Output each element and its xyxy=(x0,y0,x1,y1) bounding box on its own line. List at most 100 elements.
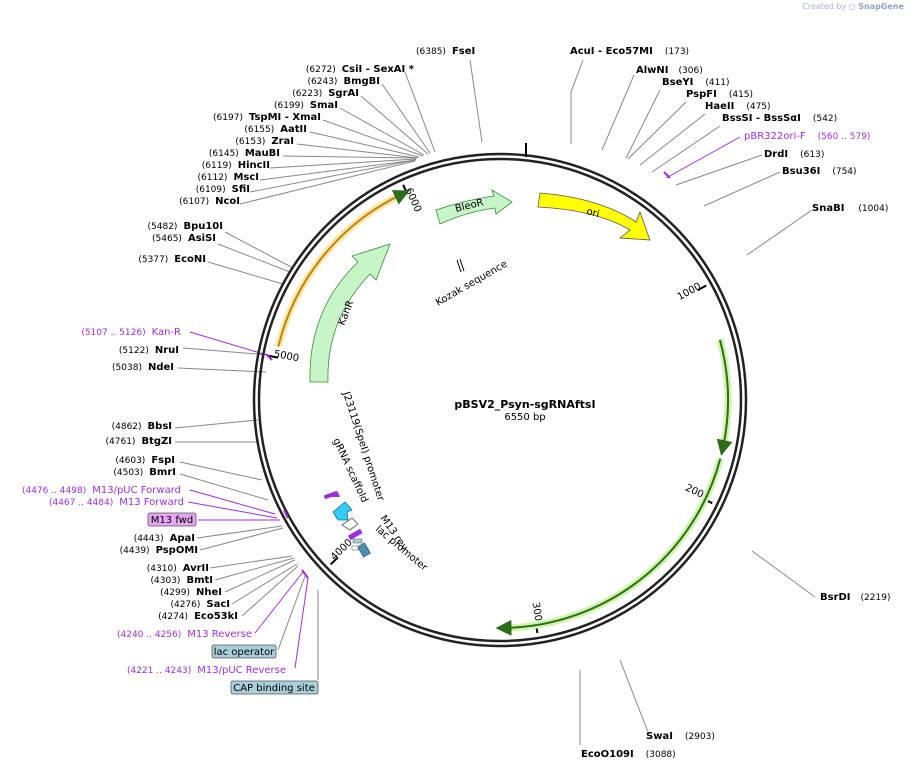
enzyme-asisi[interactable]: (5465)AsiSI xyxy=(152,233,216,244)
enzyme-acui[interactable]: AcuI - Eco57MI(173) xyxy=(570,46,689,57)
feature-bleor xyxy=(435,189,513,225)
enzyme-bbsi[interactable]: (4862)BbsI xyxy=(112,421,172,432)
enzyme-apai[interactable]: (4443)ApaI xyxy=(134,533,195,544)
feature-grna-scaffold xyxy=(341,517,359,531)
enzyme-eco53ki[interactable]: (4274)Eco53kI xyxy=(158,611,238,622)
primer-mark-kanr xyxy=(265,353,273,361)
leader-fspi xyxy=(179,461,263,481)
leader-aatii xyxy=(309,131,420,158)
leader-msci xyxy=(259,159,417,181)
tick-mark-4000 xyxy=(329,556,339,566)
leader-bseyi xyxy=(625,89,661,159)
leader-avrii xyxy=(209,555,293,569)
credit-prefix: Created by xyxy=(802,2,847,11)
primer-m13puc-forward[interactable]: (4476 .. 4498)M13/pUC Forward xyxy=(22,485,181,496)
enzyme-drdi[interactable]: DrdI(613) xyxy=(764,149,824,160)
enzyme-nhei[interactable]: (4299)NheI xyxy=(160,587,222,598)
enzyme-swai[interactable]: SwaI(2903) xyxy=(646,731,715,742)
enzyme-snabi[interactable]: SnaBI(1004) xyxy=(812,203,888,214)
enzyme-btgzi[interactable]: (4761)BtgZI xyxy=(106,436,172,447)
enzyme-maubi[interactable]: (6145)MauBI xyxy=(209,148,280,159)
cap-site-box-label[interactable]: CAP binding site xyxy=(233,683,315,694)
enzyme-sgrai[interactable]: (6223)SgrAI xyxy=(292,88,359,99)
feature-kozak-mark1 xyxy=(456,259,462,273)
feature-m13-fwd-bar xyxy=(323,490,339,500)
credit-brand: SnapGene xyxy=(858,2,904,11)
orf-arc-1[interactable] xyxy=(495,458,722,636)
enzyme-tspmi[interactable]: (6197)TspMI - XmaI xyxy=(213,112,321,123)
leader-bsu36i xyxy=(703,171,781,207)
leader-apai xyxy=(196,525,283,539)
leader-nrui xyxy=(182,347,269,356)
primer-m13puc-reverse[interactable]: (4221 .. 4243)M13/pUC Reverse xyxy=(127,665,286,676)
enzyme-nrui[interactable]: (5122)NruI xyxy=(119,345,179,356)
snapgene-logo-icon: ○ xyxy=(848,2,856,11)
enzyme-bsu36i[interactable]: Bsu36I(754) xyxy=(782,166,857,177)
enzyme-ecoo109i[interactable]: EcoO109I(3088) xyxy=(581,749,676,760)
plasmid-size: 6550 bp xyxy=(504,412,545,423)
enzyme-ncoi[interactable]: (6107)NcoI xyxy=(179,196,240,207)
enzyme-labels: (6385)FseI AcuI - Eco57MI(173) AlwNI(306… xyxy=(22,46,891,760)
primer-kan-r[interactable]: (5107 .. 5126)Kan-R xyxy=(81,327,181,338)
enzyme-bmgbi[interactable]: (6243)BmgBI xyxy=(308,76,380,87)
leader-sgrai xyxy=(360,95,429,155)
m13-fwd-box xyxy=(147,512,197,527)
leader-pspomi xyxy=(199,527,284,551)
leader-m13-fwd xyxy=(187,501,278,519)
boxed-labels: M13 fwd lac operator CAP binding site xyxy=(147,512,319,695)
enzyme-fsei[interactable]: (6385)FseI xyxy=(416,46,475,57)
enzyme-zrai[interactable]: (6153)ZraI xyxy=(235,136,294,147)
orf-arc-0[interactable] xyxy=(716,339,733,456)
leader-bmgbi xyxy=(381,83,431,154)
enzyme-fspi[interactable]: (4603)FspI xyxy=(115,455,175,466)
snapgene-credit: Created by ○ SnapGene xyxy=(802,2,904,11)
enzyme-econi[interactable]: (5377)EcoNI xyxy=(138,254,206,265)
orf-arcs xyxy=(274,190,733,636)
enzyme-pspfi[interactable]: PspFI(415) xyxy=(686,89,753,100)
enzyme-bmti[interactable]: (4303)BmtI xyxy=(151,575,213,586)
enzyme-avrii[interactable]: (4310)AvrII xyxy=(147,563,209,574)
enzyme-saci[interactable]: (4276)SacI xyxy=(170,599,230,610)
leader-pbr322ori xyxy=(665,136,741,179)
feature-label-ori: ori xyxy=(585,206,600,220)
enzyme-msci[interactable]: (6112)MscI xyxy=(198,172,260,183)
enzyme-bsrdi[interactable]: BsrDI(2219) xyxy=(820,592,890,603)
enzyme-hincii[interactable]: (6119)HincII xyxy=(202,160,270,171)
primer-mark-pbr322ori xyxy=(663,171,671,179)
enzyme-bseyi[interactable]: BseYI(411) xyxy=(662,77,730,88)
leader-drdi xyxy=(675,154,763,186)
tick-label-4000: 4000 xyxy=(329,537,355,563)
orf-arc-2[interactable] xyxy=(277,190,410,347)
feature-cap-site-box xyxy=(351,545,359,551)
enzyme-alwni[interactable]: AlwNI(306) xyxy=(636,65,703,76)
m13-fwd-box-label[interactable]: M13 fwd xyxy=(151,515,193,526)
enzyme-bsssi[interactable]: BssSI - BssSαI(542) xyxy=(722,113,837,124)
enzyme-sfii[interactable]: (6109)SfiI xyxy=(196,184,250,195)
primer-pbr322ori-f[interactable]: pBR322ori-F(560 .. 579) xyxy=(744,131,870,142)
tick-mark-5000 xyxy=(267,354,279,359)
enzyme-ndei[interactable]: (5038)NdeI xyxy=(112,362,174,373)
enzyme-csii[interactable]: (6272)CsiI - SexAI * xyxy=(306,64,415,75)
feature-j23119-promoter xyxy=(332,501,353,521)
enzyme-pspomi[interactable]: (4439)PspOMI xyxy=(120,545,198,556)
leader-bbsi xyxy=(174,419,259,429)
leader-tspmi xyxy=(322,119,424,157)
enzyme-haeii[interactable]: HaeII(475) xyxy=(705,101,771,112)
primer-m13-reverse[interactable]: (4240 .. 4256)M13 Reverse xyxy=(117,629,252,640)
lac-operator-box xyxy=(211,644,277,659)
enzyme-aatii[interactable]: (6155)AatII xyxy=(244,124,307,135)
leader-ncoi xyxy=(239,160,416,205)
primer-mark-m13fwd xyxy=(283,509,289,519)
enzyme-bmri[interactable]: (4503)BmrI xyxy=(113,467,176,478)
lac-operator-box-label[interactable]: lac operator xyxy=(214,647,275,658)
leader-nhei xyxy=(224,559,296,593)
enzyme-bpu10i[interactable]: (5482)Bpu10I xyxy=(148,221,223,232)
primer-m13-forward[interactable]: (4467 .. 4484)M13 Forward xyxy=(49,497,184,508)
plasmid-backbone-inner xyxy=(257,157,743,643)
leader-csii xyxy=(404,71,436,153)
leader-m13puc-rev xyxy=(294,577,309,669)
feature-label-lac-promoter: lac promoter xyxy=(373,524,430,574)
enzyme-smai[interactable]: (6199)SmaI xyxy=(274,100,338,111)
leader-snabi xyxy=(746,209,813,256)
